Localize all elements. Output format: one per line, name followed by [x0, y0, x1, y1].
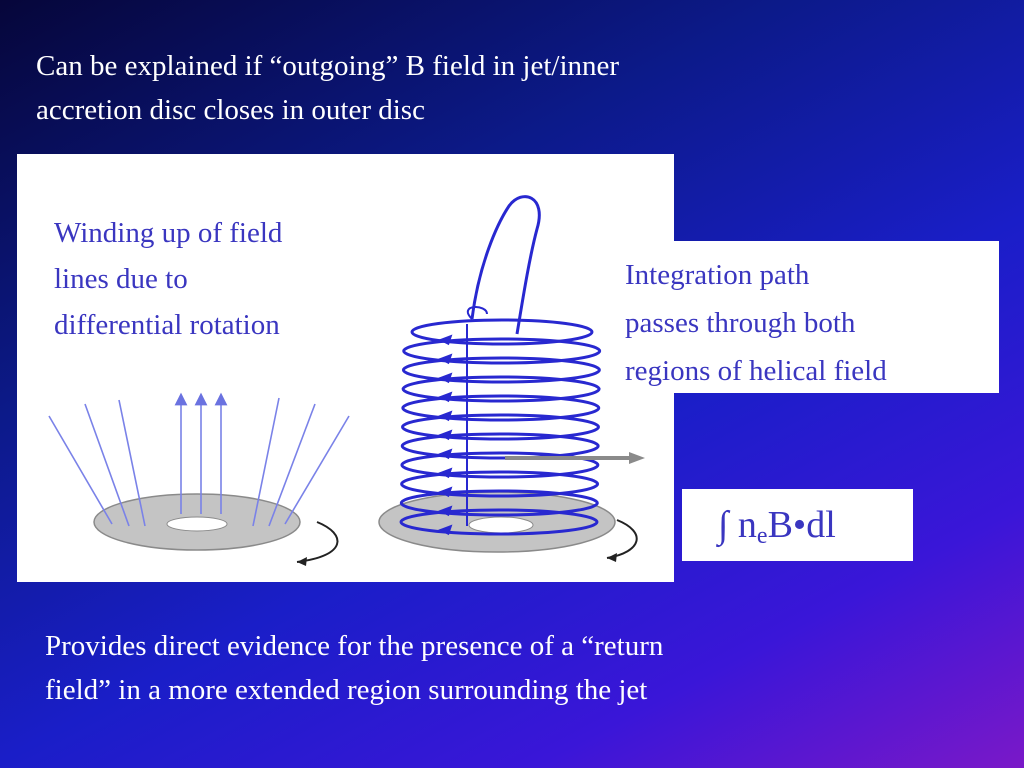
- helix-coil: [402, 337, 602, 365]
- conclusion-line-1: Provides direct evidence for the presenc…: [45, 630, 664, 662]
- helix-coil: [400, 470, 600, 498]
- formula-rest: B•dl: [767, 504, 836, 546]
- helix-coil: [401, 394, 601, 422]
- helix-coil: [410, 318, 594, 346]
- slide-title: Can be explained if “outgoing” B field i…: [36, 44, 619, 132]
- helix-coil: [400, 432, 600, 460]
- left-disc-group: [48, 392, 350, 566]
- integration-path-note: Integration path passes through both reg…: [612, 241, 999, 393]
- field-diagram: [48, 195, 645, 566]
- integration-line-1: Integration path: [625, 259, 810, 291]
- helix-coil: [400, 451, 600, 479]
- field-winding-figure: Winding up of field lines due to differe…: [17, 154, 674, 582]
- right-disc-group: [378, 195, 645, 562]
- caption-line-2: lines due to: [54, 263, 188, 295]
- formula-integral: ∫ n: [718, 504, 757, 546]
- helix-coil: [399, 508, 599, 536]
- formula-subscript: e: [756, 523, 768, 549]
- conclusion-line-2: field” in a more extended region surroun…: [45, 674, 648, 706]
- faraday-integral-box: ∫ neB•dl: [682, 489, 913, 561]
- conclusion-text: Provides direct evidence for the presenc…: [45, 624, 663, 712]
- left-rotation-arrow: [296, 521, 339, 563]
- left-disc-hole: [166, 516, 228, 532]
- left-field-lines: [48, 392, 350, 527]
- helix-coil: [401, 375, 601, 403]
- title-line-2: accretion disc closes in outer disc: [36, 94, 425, 126]
- helix-arrow: [438, 524, 453, 536]
- faraday-integral-formula: ∫ neB•dl: [718, 503, 836, 558]
- caption-line-3: differential rotation: [54, 309, 280, 341]
- helix-coil: [399, 489, 599, 517]
- winding-caption: Winding up of field lines due to differe…: [54, 210, 282, 348]
- integration-line-3: regions of helical field: [625, 355, 887, 387]
- helical-field-lines: [399, 318, 602, 536]
- right-disc-hole: [468, 516, 534, 534]
- helix-coil: [401, 356, 601, 384]
- caption-line-1: Winding up of field: [54, 217, 283, 249]
- integration-line-2: passes through both: [625, 307, 856, 339]
- helix-coil: [401, 413, 600, 441]
- title-line-1: Can be explained if “outgoing” B field i…: [36, 50, 620, 82]
- jet-loop: [470, 195, 541, 335]
